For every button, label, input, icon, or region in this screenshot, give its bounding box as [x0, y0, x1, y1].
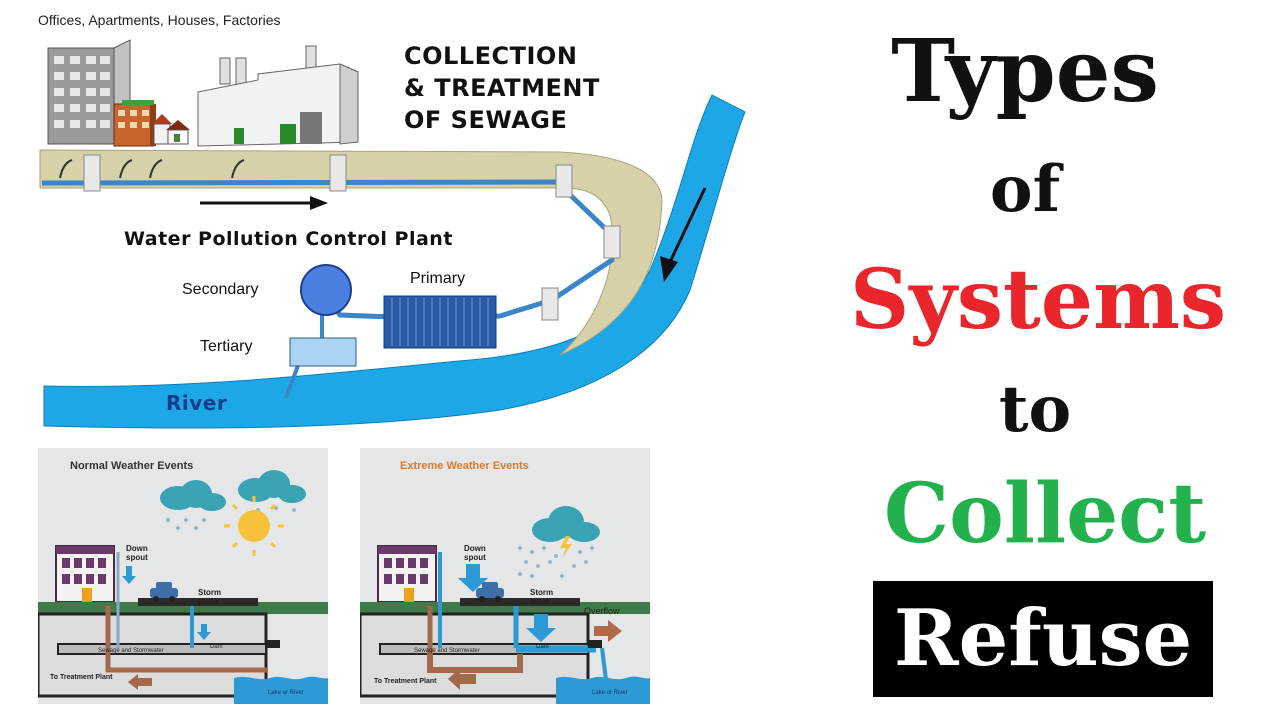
headline-systems: Systems	[850, 252, 1227, 348]
normal-treatment-label: To Treatment Plant	[50, 674, 113, 681]
sources-header: Offices, Apartments, Houses, Factories	[38, 12, 281, 28]
normal-weather-illustration	[38, 470, 328, 704]
heavy-rain-icons	[518, 546, 594, 578]
plant-label: Water Pollution Control Plant	[124, 228, 453, 250]
extreme-weather-panel: Extreme Weather Events Down spout Storm …	[360, 448, 650, 704]
cloud-icon	[160, 480, 226, 511]
extreme-storm-drain-label: Storm drain	[530, 588, 554, 606]
extreme-lake-label: Lake or River	[592, 690, 628, 696]
river-bank	[39, 149, 663, 356]
extreme-downspout-label: Down spout	[464, 544, 486, 562]
road	[138, 598, 258, 606]
overflow-arrow-icon	[594, 620, 622, 642]
building-icon	[55, 545, 115, 603]
storm-cloud-icon	[532, 506, 600, 542]
sewage-pipe	[427, 648, 523, 673]
lightning-icon	[560, 536, 572, 558]
headline-to: to	[998, 372, 1072, 447]
river-shape	[43, 94, 746, 429]
secondary-clarifier-icon	[300, 264, 352, 316]
primary-label: Primary	[410, 270, 466, 287]
lateral-pipes	[59, 159, 245, 179]
cloud-icon	[238, 470, 306, 503]
diagram-title-line-3: OF SEWAGE	[404, 106, 568, 134]
headline-refuse-box: Refuse	[873, 581, 1213, 697]
manhole	[603, 225, 621, 259]
normal-downspout-label: Down spout	[126, 544, 148, 562]
tertiary-tank-icon	[289, 337, 357, 367]
diagram-title-line-2: & TREATMENT	[404, 74, 600, 102]
manhole	[329, 154, 347, 192]
normal-weather-panel: Normal Weather Events Down spout Storm d…	[38, 448, 328, 704]
flow-arrow-down-icon	[660, 187, 707, 282]
diagram-title-line-1: COLLECTION	[404, 42, 578, 70]
car-icon	[150, 582, 178, 602]
flow-arrow-right-icon	[200, 196, 328, 210]
lake-water	[234, 676, 328, 704]
extreme-panel-title: Extreme Weather Events	[400, 460, 529, 472]
extreme-treatment-label: To Treatment Plant	[374, 678, 437, 685]
normal-lake-label: Lake or River	[268, 690, 304, 696]
extreme-overflow-label: Overflow	[584, 606, 620, 616]
treatment-arrow-icon	[128, 674, 152, 690]
raindrop-icons	[166, 506, 296, 530]
extreme-weather-illustration	[360, 506, 650, 704]
normal-panel-title: Normal Weather Events	[70, 460, 194, 472]
building-icon	[377, 545, 437, 603]
outfall-stream	[600, 647, 608, 681]
primary-tank-icon	[383, 295, 497, 349]
manhole	[541, 287, 559, 321]
sun-icon	[224, 496, 284, 556]
manhole	[555, 164, 573, 198]
apartment-building-icon	[113, 100, 156, 147]
normal-storm-drain-label: Storm drain	[198, 588, 222, 606]
secondary-label: Secondary	[182, 281, 259, 298]
storm-drain-arrow-icon	[526, 614, 556, 642]
extreme-dam-label: Dam	[536, 644, 549, 650]
extreme-sewage-label: Sewage and Stormwater	[414, 648, 480, 654]
sewage-system-diagram	[39, 39, 746, 429]
factory-icon	[197, 45, 359, 147]
house-icon	[152, 114, 190, 145]
treatment-arrow-icon	[448, 668, 476, 690]
headline-of: of	[989, 152, 1061, 227]
downspout-arrow-icon	[122, 566, 136, 584]
downspout-arrow-icon	[458, 564, 488, 592]
normal-dam-label: Dam	[210, 644, 223, 650]
main-sewer-pipe	[41, 179, 561, 186]
headline-types: Types	[891, 21, 1159, 122]
sewage-pipe	[105, 648, 268, 673]
road	[460, 598, 580, 606]
manhole	[83, 154, 101, 192]
river-label: River	[166, 391, 228, 415]
normal-sewage-label: Sewage and Stormwater	[98, 648, 164, 654]
tertiary-label: Tertiary	[200, 338, 253, 355]
lake-water	[556, 676, 650, 704]
car-icon	[476, 582, 504, 602]
storm-drain-arrow-icon	[197, 624, 211, 640]
headline-collect: Collect	[883, 466, 1207, 562]
headline-refuse: Refuse	[893, 593, 1193, 684]
